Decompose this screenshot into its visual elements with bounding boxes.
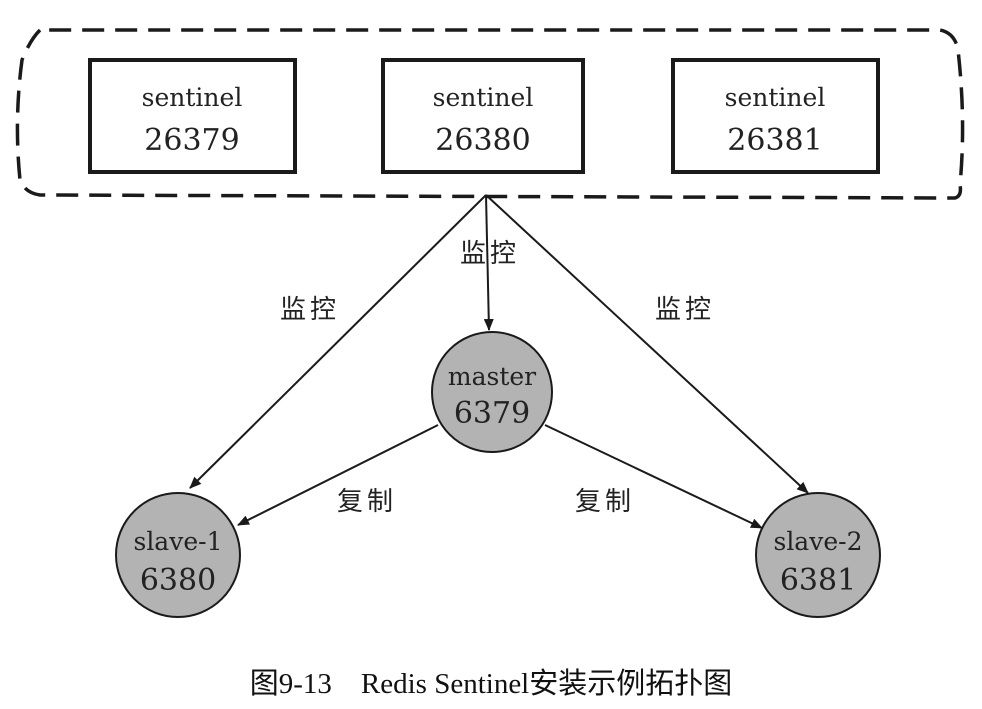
slave-2-port: 6381 xyxy=(780,563,856,598)
master-title: master xyxy=(448,362,536,391)
replicate-arrow-slave-1 xyxy=(237,424,439,526)
replicate-label-right: 复制 xyxy=(575,487,635,517)
monitor-arrow-master xyxy=(483,194,494,331)
slave-node-1: slave-1 6380 xyxy=(115,492,241,618)
monitor-label-left: 监控 xyxy=(280,295,340,325)
slave-2-title: slave-2 xyxy=(773,527,862,556)
sentinel-3-title: sentinel xyxy=(725,83,826,112)
monitor-label-center: 监控 xyxy=(460,239,520,269)
sentinel-box-3: sentinel 26381 xyxy=(671,58,880,174)
sentinel-box-1: sentinel 26379 xyxy=(88,58,297,174)
sentinel-box-2: sentinel 26380 xyxy=(381,58,585,174)
sentinel-2-title: sentinel xyxy=(433,83,534,112)
slave-1-port: 6380 xyxy=(140,563,216,598)
master-node: master 6379 xyxy=(431,331,553,453)
sentinel-2-port: 26380 xyxy=(435,123,530,158)
master-port: 6379 xyxy=(454,396,530,431)
sentinel-1-port: 26379 xyxy=(144,123,239,158)
figure-caption: 图9-13 Redis Sentinel安装示例拓扑图 xyxy=(249,668,733,700)
replicate-label-left: 复制 xyxy=(337,487,397,517)
replicate-arrow-slave-2 xyxy=(544,424,763,529)
monitor-label-right: 监控 xyxy=(655,295,715,325)
sentinel-3-port: 26381 xyxy=(727,123,822,158)
sentinel-group-frame xyxy=(15,28,965,200)
monitor-arrow-slave-1 xyxy=(189,194,487,489)
monitor-arrow-slave-2 xyxy=(485,194,809,494)
slave-node-2: slave-2 6381 xyxy=(755,492,881,618)
sentinel-1-title: sentinel xyxy=(142,83,243,112)
slave-1-title: slave-1 xyxy=(133,527,222,556)
